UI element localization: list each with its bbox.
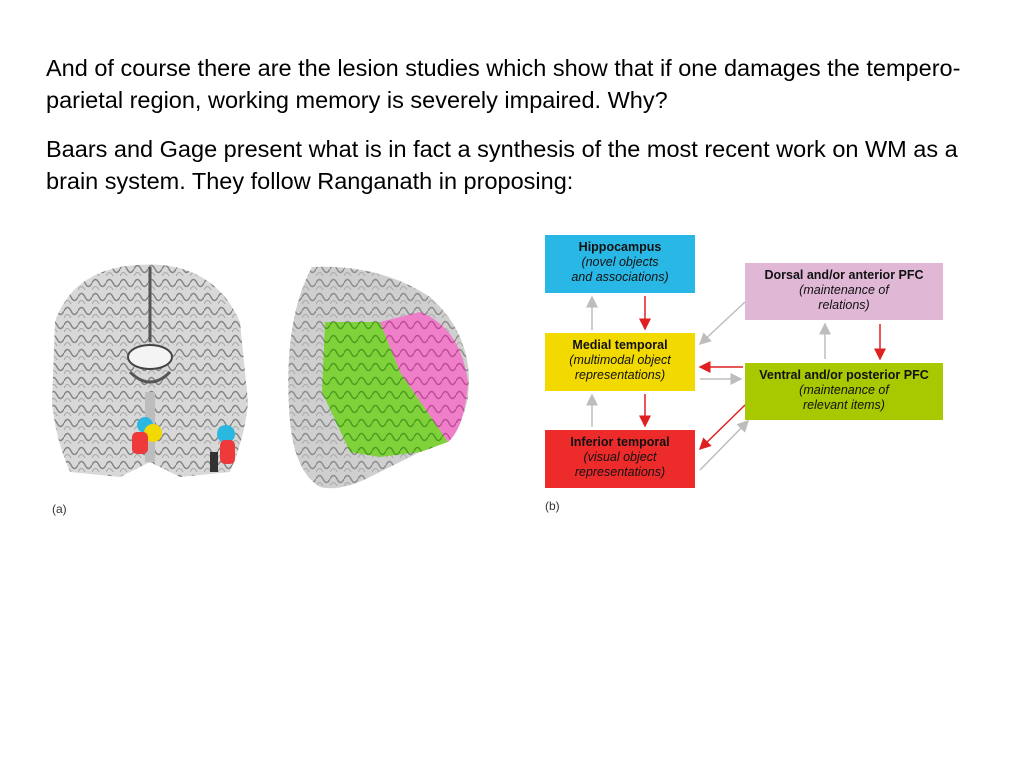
ventral-pfc-box: Ventral and/or posterior PFC (maintenanc…: [745, 363, 943, 420]
arrow-inferior-to-ventral: [699, 419, 750, 471]
arrow-dorsal-to-medial: [698, 301, 746, 346]
brain-images: [52, 264, 469, 489]
ventral-sub1: (maintenance of: [799, 383, 889, 397]
dorsal-pfc-box: Dorsal and/or anterior PFC (maintenance …: [745, 263, 943, 320]
lateral-brain-view: [288, 266, 469, 489]
ventral-sub2: relevant items): [803, 398, 885, 412]
paragraph-lesion-studies: And of course there are the lesion studi…: [46, 55, 961, 113]
medial-title: Medial temporal: [572, 338, 668, 352]
medial-sub2: representations): [574, 368, 666, 382]
dorsal-sub1: (maintenance of: [799, 283, 889, 297]
hippocampus-title: Hippocampus: [578, 240, 662, 254]
medial-temporal-box: Medial temporal (multimodal object repre…: [545, 333, 695, 391]
hippocampus-sub2: and associations): [571, 270, 669, 284]
arrow-ventral-to-inferior: [698, 404, 746, 451]
dorsal-title: Dorsal and/or anterior PFC: [764, 268, 924, 282]
paragraph-baars-gage: Baars and Gage present what is in fact a…: [46, 136, 958, 194]
coronal-brain-slice: [52, 264, 248, 477]
inferior-temporal-box: Inferior temporal (visual object represe…: [545, 430, 695, 488]
hippocampus-box: Hippocampus (novel objects and associati…: [545, 235, 695, 293]
hippocampus-sub1: (novel objects: [581, 255, 659, 269]
panel-label-a: (a): [52, 502, 67, 516]
inferior-sub1: (visual object: [583, 450, 657, 464]
dorsal-sub2: relations): [818, 298, 870, 312]
panel-label-b: (b): [545, 499, 560, 513]
medial-sub1: (multimodal object: [569, 353, 671, 367]
inferior-title: Inferior temporal: [570, 435, 670, 449]
ventral-title: Ventral and/or posterior PFC: [759, 368, 929, 382]
inferior-sub2: representations): [574, 465, 666, 479]
